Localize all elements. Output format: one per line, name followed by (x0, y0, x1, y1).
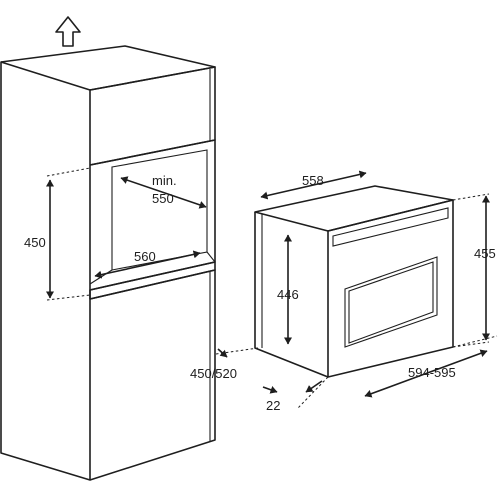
oven-niche (89, 139, 216, 291)
lower-cabinet (89, 269, 216, 481)
label-450: 450 (24, 235, 46, 250)
oven-appliance (254, 185, 454, 378)
depth-550-arrow (120, 176, 207, 209)
width-594-595-arrow (364, 349, 488, 398)
label-594-595: 594-595 (408, 365, 456, 380)
appliance-dimensions: 558 455 446 594-595 22 (215, 170, 498, 413)
tall-cabinet (0, 45, 216, 481)
cabinet-top (0, 45, 216, 91)
label-22: 22 (266, 398, 280, 413)
front-22-arrow-right (305, 380, 323, 393)
width-560-arrow (94, 250, 201, 279)
label-455: 455 (474, 246, 496, 261)
control-panel (332, 207, 449, 247)
cabinet-side-panel (0, 61, 91, 481)
up-arrow-icon (55, 16, 81, 47)
label-560: 560 (134, 249, 156, 264)
label-550: 550 (152, 191, 174, 206)
width-558-arrow (260, 170, 367, 200)
label-450-520: 450/520 (190, 366, 237, 381)
cabinet-dimensions: 450 min. 550 560 450/520 (24, 167, 237, 381)
oven-side (254, 212, 329, 378)
niche-floor (89, 261, 216, 300)
label-min: min. (152, 173, 177, 188)
upper-compartment (89, 66, 216, 166)
label-558: 558 (302, 173, 324, 188)
front-22-arrow-left (262, 386, 278, 394)
door-window (344, 256, 438, 348)
label-446: 446 (277, 287, 299, 302)
